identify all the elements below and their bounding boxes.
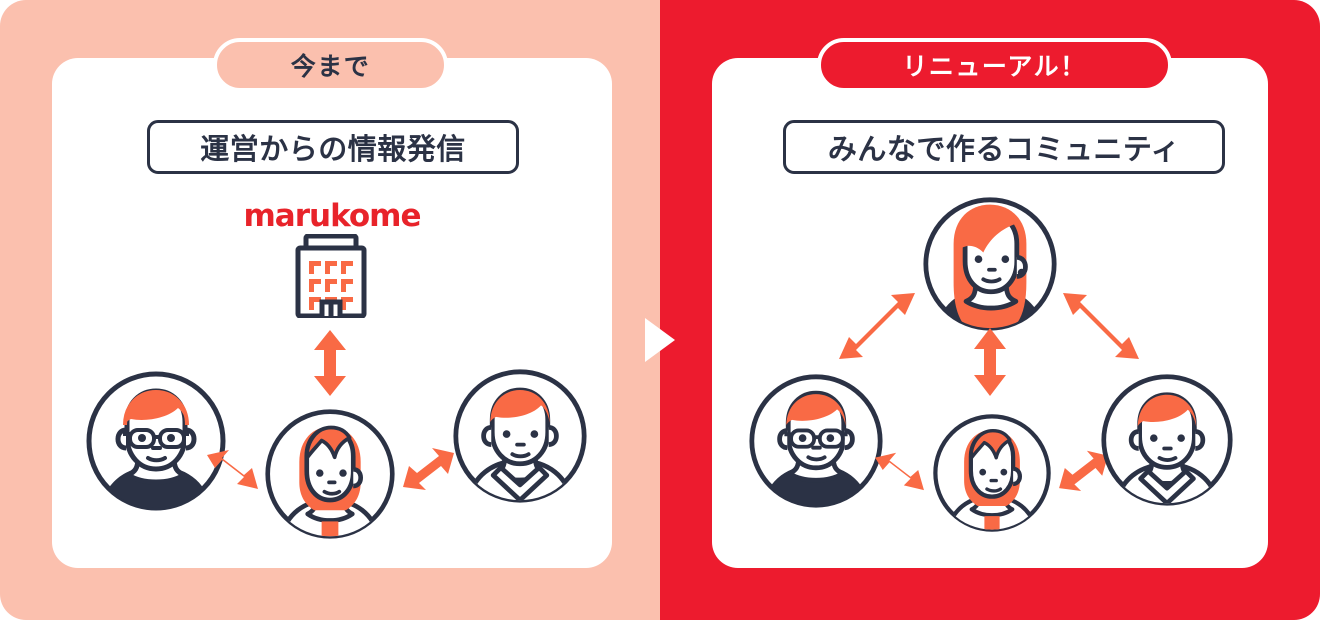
double-arrow-diagonal-icon — [403, 448, 454, 490]
double-arrow-diagonal-icon — [207, 450, 258, 489]
avatar-woman-bob-hair — [933, 414, 1051, 532]
double-arrow-diagonal-icon — [839, 293, 915, 359]
double-arrow-vertical-icon — [314, 330, 346, 396]
avatar-man-collared-shirt — [453, 369, 587, 503]
avatar-man-collared-shirt — [1101, 374, 1233, 506]
avatar-man-with-glasses — [86, 371, 226, 511]
badge-before: 今まで — [213, 38, 448, 92]
right-panel-title: みんなで作るコミュニティ — [783, 120, 1225, 174]
double-arrow-vertical-icon — [974, 328, 1006, 396]
play-triangle-icon — [645, 318, 675, 362]
avatar-woman-long-hair — [923, 197, 1057, 331]
left-panel-title: 運営からの情報発信 — [147, 120, 519, 174]
badge-renewal: リニューアル！ — [817, 38, 1172, 92]
office-building-icon — [295, 234, 367, 318]
double-arrow-diagonal-icon — [1063, 293, 1139, 359]
avatar-man-with-glasses — [749, 374, 883, 508]
double-arrow-diagonal-icon — [1059, 450, 1108, 492]
double-arrow-diagonal-icon — [875, 452, 924, 491]
avatar-woman-bob-hair — [265, 409, 395, 539]
marukome-logo: marukome — [243, 198, 422, 234]
